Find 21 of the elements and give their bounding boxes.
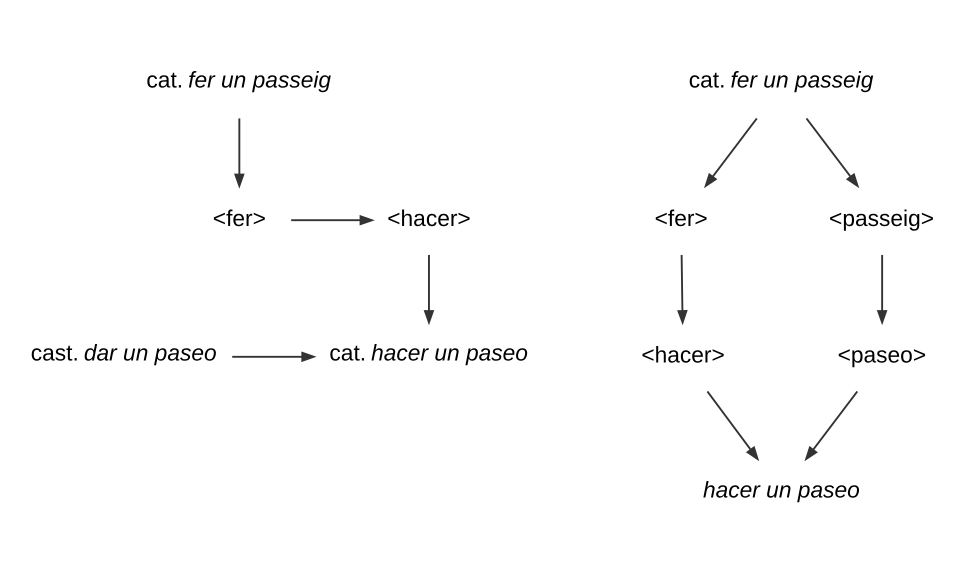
node-text: <fer>	[654, 205, 708, 232]
arrow	[291, 214, 375, 226]
node-text: <hacer>	[387, 205, 471, 232]
arrow	[806, 118, 860, 188]
node-text: cat. fer un passeig	[146, 66, 332, 93]
node-text: cast. dar un paseo	[30, 340, 217, 366]
arrow	[704, 118, 758, 188]
node-text: <passeig>	[829, 205, 934, 232]
arrow	[232, 351, 317, 362]
node-text: <paseo>	[838, 342, 926, 368]
arrow	[876, 254, 888, 326]
node-text: <fer>	[212, 205, 266, 232]
arrow	[677, 254, 688, 326]
arrow	[424, 254, 434, 326]
arrow	[804, 390, 858, 462]
node-text: cat. hacer un paseo	[329, 340, 528, 366]
node-text: hacer un paseo	[702, 476, 860, 502]
arrow	[234, 118, 245, 189]
node-text: <hacer>	[641, 342, 725, 368]
arrow	[706, 390, 760, 462]
node-text: cat. fer un passeig	[688, 66, 874, 93]
